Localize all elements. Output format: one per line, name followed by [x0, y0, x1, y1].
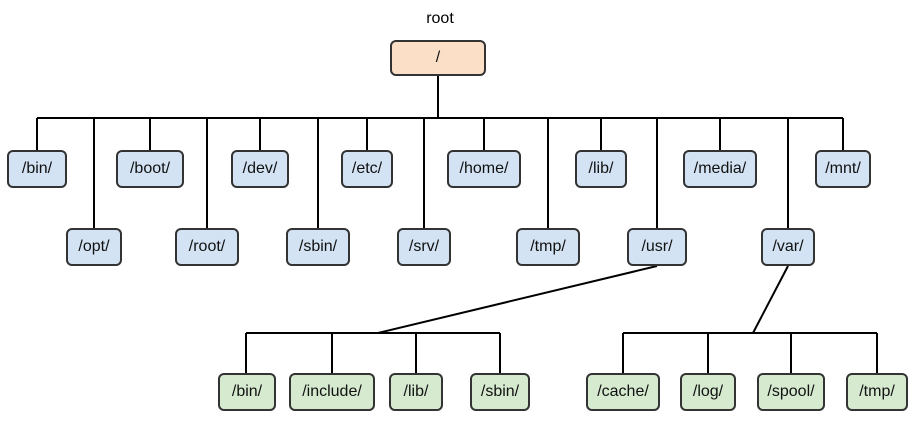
dir-sbin[interactable]: /sbin/ [286, 228, 350, 266]
root-caption: root [426, 10, 454, 27]
dir-mnt[interactable]: /mnt/ [815, 150, 871, 188]
dir-tmp[interactable]: /tmp/ [516, 228, 580, 266]
var-branch [752, 265, 789, 334]
dir-var[interactable]: /var/ [761, 228, 815, 266]
dir-media[interactable]: /media/ [683, 150, 757, 188]
var-log[interactable]: /log/ [680, 373, 736, 411]
usr-lib[interactable]: /lib/ [389, 373, 443, 411]
var-tmp[interactable]: /tmp/ [846, 373, 908, 411]
dir-lib[interactable]: /lib/ [575, 150, 627, 188]
dir-dev[interactable]: /dev/ [231, 150, 289, 188]
usr-include[interactable]: /include/ [289, 373, 375, 411]
dir-home[interactable]: /home/ [447, 150, 521, 188]
var-cache[interactable]: /cache/ [586, 373, 660, 411]
root-node[interactable]: / [390, 40, 486, 76]
dir-root[interactable]: /root/ [175, 228, 239, 266]
dir-boot[interactable]: /boot/ [116, 150, 184, 188]
usr-bin[interactable]: /bin/ [218, 373, 276, 411]
dir-etc[interactable]: /etc/ [341, 150, 393, 188]
dir-opt[interactable]: /opt/ [66, 228, 122, 266]
usr-branch [377, 265, 658, 334]
dir-usr[interactable]: /usr/ [627, 228, 687, 266]
var-spool[interactable]: /spool/ [757, 373, 825, 411]
dir-bin[interactable]: /bin/ [7, 150, 67, 188]
usr-sbin[interactable]: /sbin/ [470, 373, 530, 411]
dir-srv[interactable]: /srv/ [397, 228, 451, 266]
